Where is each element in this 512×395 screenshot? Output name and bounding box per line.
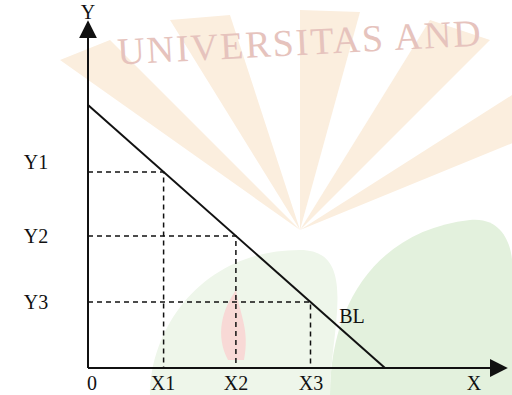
axes [88, 22, 506, 368]
watermark-background [60, 10, 512, 395]
budget-line [88, 105, 385, 368]
axis-label: Y [81, 2, 95, 22]
axis-value: X1 [151, 373, 175, 393]
axis-value: Y1 [24, 152, 48, 172]
origin-label: 0 [87, 373, 97, 393]
axis-value: Y3 [24, 292, 48, 312]
axis-value: X3 [299, 373, 323, 393]
axis-label: X [467, 373, 481, 393]
line-label: BL [339, 306, 365, 326]
axis-value: Y2 [24, 226, 48, 246]
axis-value: X2 [224, 373, 248, 393]
dashed-guides [88, 172, 311, 368]
